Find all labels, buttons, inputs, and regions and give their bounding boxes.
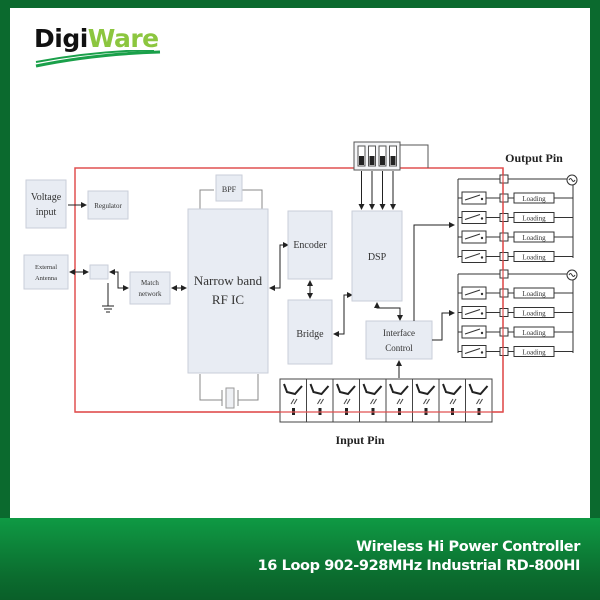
product-banner [0, 518, 600, 600]
product-title-line-2: 16 Loop 902-928MHz Industrial RD-800HI [257, 558, 581, 574]
wire [199, 189, 214, 210]
relay-row: Loading [458, 306, 573, 319]
output-pin-label: Output Pin [505, 151, 563, 165]
regulator-label: Regulator [94, 202, 122, 210]
interface-control-block: Interface Control [365, 320, 433, 360]
crystal-icon [221, 387, 239, 409]
dip-switch-toggle [368, 145, 376, 167]
relay-row: Loading [458, 325, 573, 339]
wire [238, 374, 259, 401]
wire [413, 222, 455, 321]
output-pin [499, 252, 509, 261]
load-label: Loading [522, 329, 546, 337]
rf-ic-block: Narrow band RF IC [187, 208, 269, 374]
input-terminals [75, 378, 503, 423]
dip-switch-toggle [378, 145, 387, 167]
interface-control-label-1: Interface [383, 328, 415, 338]
optocoupler-icon [468, 383, 489, 396]
bridge-block: Bridge [287, 299, 333, 365]
relay-row: Loading [458, 211, 573, 224]
optocoupler-icon [309, 383, 330, 396]
dsp-block: DSP [351, 210, 403, 302]
external-antenna-label-1: External [35, 264, 57, 271]
relay-row: Loading [458, 286, 573, 300]
ground-icon [102, 283, 114, 313]
output-pin [499, 327, 509, 337]
output-relays: LoadingLoadingLoadingLoadingLoadingLoadi… [457, 168, 578, 412]
voltage-input-label-1: Voltage [31, 192, 62, 203]
match-network-block: Match network [129, 271, 171, 305]
optocoupler-icon [362, 383, 383, 396]
wire [242, 189, 263, 210]
dip-switch-toggle [357, 145, 366, 167]
output-pin [499, 193, 509, 203]
load-label: Loading [522, 254, 546, 262]
load-label: Loading [522, 195, 546, 203]
dip-switch [353, 141, 429, 210]
wire [109, 269, 129, 291]
load-label: Loading [522, 215, 546, 223]
output-pin [499, 308, 509, 317]
logo-text-digi: Digi [34, 24, 88, 53]
wire [269, 242, 289, 291]
common-pin [499, 269, 509, 279]
output-pin [499, 288, 509, 298]
wire [333, 292, 353, 337]
output-pin [499, 347, 509, 356]
dsp-label: DSP [368, 252, 387, 263]
optocoupler-icon [336, 383, 356, 396]
match-network-label-1: Match [141, 279, 159, 287]
relay-row: Loading [458, 230, 573, 244]
relay-row: Loading [458, 191, 573, 205]
relay-row: Loading [458, 345, 573, 358]
encoder-block: Encoder [287, 210, 333, 280]
wire [432, 310, 455, 341]
load-label: Loading [522, 290, 546, 298]
product-title-line-1: Wireless Hi Power Controller [356, 539, 580, 555]
optocoupler-icon [283, 383, 303, 396]
bridge-label: Bridge [296, 329, 324, 340]
output-pin [499, 213, 509, 222]
dip-switch-toggle [389, 145, 397, 167]
bpf-label: BPF [222, 185, 237, 194]
switch-block [89, 264, 109, 280]
interface-control-label-2: Control [385, 343, 413, 353]
logo-swoosh-icon [35, 50, 161, 68]
optocoupler-icon [442, 383, 462, 396]
load-label: Loading [522, 349, 546, 357]
frame-top [0, 0, 600, 8]
bpf-block: BPF [215, 174, 243, 202]
voltage-input-block: Voltage input [25, 179, 67, 229]
external-antenna-label-2: Antenna [35, 275, 57, 282]
wire [199, 374, 222, 401]
product-title: Wireless Hi Power Controller 16 Loop 902… [257, 538, 581, 576]
common-pin [499, 174, 509, 184]
logo-text-ware: Ware [87, 24, 159, 53]
output-pin [499, 232, 509, 242]
voltage-input-label-2: input [36, 207, 57, 218]
regulator-block: Regulator [87, 190, 129, 220]
load-label: Loading [522, 310, 546, 318]
input-pin-label: Input Pin [335, 433, 384, 447]
match-network-label-2: network [139, 290, 162, 298]
rf-ic-label-1: Narrow band [194, 273, 263, 288]
optocoupler-icon [389, 383, 409, 396]
rf-ic-label-2: RF IC [212, 292, 244, 307]
external-antenna-block: External Antenna [23, 254, 69, 290]
encoder-label: Encoder [293, 240, 327, 251]
brand-logo: DigiWare [34, 24, 159, 53]
relay-row: Loading [458, 250, 573, 263]
load-label: Loading [522, 234, 546, 242]
wire [374, 302, 403, 321]
optocoupler-icon [415, 383, 436, 396]
